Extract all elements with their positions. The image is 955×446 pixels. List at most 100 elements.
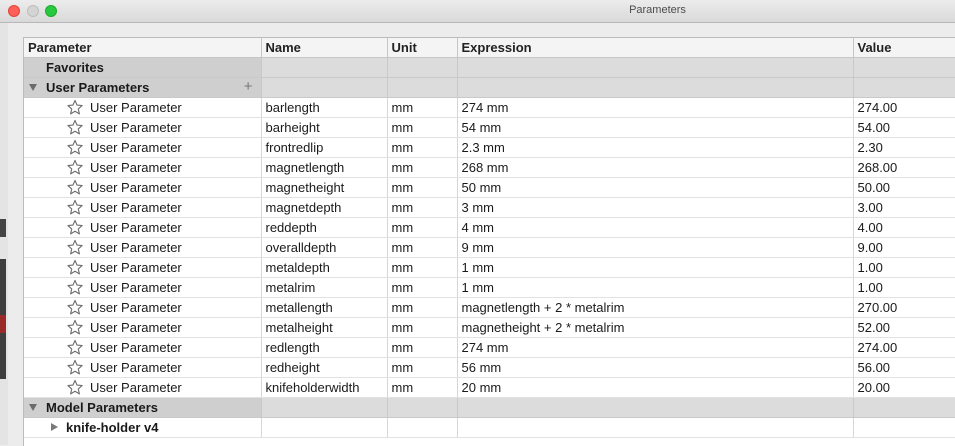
parameter-name-cell[interactable]: magnetdepth bbox=[261, 197, 388, 218]
star-outline-icon[interactable] bbox=[66, 139, 84, 156]
parameter-expression-cell[interactable]: magnetlength + 2 * metalrim bbox=[457, 297, 854, 318]
parameter-name-cell[interactable]: barheight bbox=[261, 117, 388, 138]
column-header-name[interactable]: Name bbox=[261, 38, 388, 58]
group-row-model-parameters[interactable]: Model Parameters bbox=[24, 397, 955, 418]
parameters-table: Parameter Name Unit Expression Value Fav… bbox=[24, 38, 955, 438]
zoom-window-button[interactable] bbox=[45, 5, 57, 17]
star-outline-icon[interactable] bbox=[66, 319, 84, 336]
parameter-unit-cell[interactable]: mm bbox=[387, 217, 458, 238]
parameter-value-cell: 54.00 bbox=[853, 117, 955, 138]
parameter-unit-cell[interactable]: mm bbox=[387, 337, 458, 358]
group-row-favorites[interactable]: Favorites bbox=[24, 57, 955, 78]
star-outline-icon[interactable] bbox=[66, 219, 84, 236]
triangle-right-icon[interactable] bbox=[51, 423, 58, 431]
parameter-type: User Parameter bbox=[90, 260, 182, 275]
parameter-name-cell[interactable]: metaldepth bbox=[261, 257, 388, 278]
star-outline-icon[interactable] bbox=[66, 359, 84, 376]
parameter-expression-cell[interactable]: 2.3 mm bbox=[457, 137, 854, 158]
parameter-unit-cell[interactable]: mm bbox=[387, 157, 458, 178]
column-header-unit[interactable]: Unit bbox=[387, 38, 458, 58]
model-item-row[interactable]: knife-holder v4 bbox=[24, 417, 955, 438]
star-outline-icon[interactable] bbox=[66, 119, 84, 136]
parameter-unit-cell[interactable]: mm bbox=[387, 317, 458, 338]
parameter-type: User Parameter bbox=[90, 280, 182, 295]
minimize-window-button[interactable] bbox=[27, 5, 39, 17]
table-header-row: Parameter Name Unit Expression Value bbox=[24, 38, 955, 58]
parameter-expression-cell[interactable]: 274 mm bbox=[457, 337, 854, 358]
star-outline-icon[interactable] bbox=[66, 259, 84, 276]
parameter-value-cell: 3.00 bbox=[853, 197, 955, 218]
add-user-parameter-button[interactable]: + bbox=[243, 78, 253, 95]
parameter-name-cell[interactable]: redlength bbox=[261, 337, 388, 358]
group-row-user-parameters[interactable]: User Parameters + bbox=[24, 77, 955, 98]
parameter-name-cell[interactable]: reddepth bbox=[261, 217, 388, 238]
parameter-unit-cell[interactable]: mm bbox=[387, 197, 458, 218]
parameter-expression-cell[interactable]: 4 mm bbox=[457, 217, 854, 238]
parameter-name-cell[interactable]: magnetlength bbox=[261, 157, 388, 178]
column-header-parameter[interactable]: Parameter bbox=[24, 38, 262, 58]
parameter-unit-cell[interactable]: mm bbox=[387, 297, 458, 318]
star-outline-icon[interactable] bbox=[66, 179, 84, 196]
star-outline-icon[interactable] bbox=[66, 99, 84, 116]
parameter-unit-cell[interactable]: mm bbox=[387, 357, 458, 378]
star-outline-icon[interactable] bbox=[66, 299, 84, 316]
parameter-unit-cell[interactable]: mm bbox=[387, 277, 458, 298]
parameter-name-cell[interactable]: metalrim bbox=[261, 277, 388, 298]
parameter-expression-cell[interactable]: 3 mm bbox=[457, 197, 854, 218]
parameter-unit-cell[interactable]: mm bbox=[387, 237, 458, 258]
triangle-down-icon[interactable] bbox=[29, 84, 37, 91]
parameter-expression-cell[interactable]: 54 mm bbox=[457, 117, 854, 138]
star-outline-icon[interactable] bbox=[66, 279, 84, 296]
parameter-unit-cell[interactable]: mm bbox=[387, 117, 458, 138]
parameter-unit-cell[interactable]: mm bbox=[387, 177, 458, 198]
parameter-expression-cell[interactable]: 274 mm bbox=[457, 97, 854, 118]
parameter-unit-cell[interactable]: mm bbox=[387, 257, 458, 278]
parameter-unit-cell[interactable]: mm bbox=[387, 377, 458, 398]
star-outline-icon[interactable] bbox=[66, 159, 84, 176]
parameter-name-cell[interactable]: metallength bbox=[261, 297, 388, 318]
triangle-down-icon[interactable] bbox=[29, 404, 37, 411]
group-label-model-parameters: Model Parameters bbox=[46, 400, 158, 415]
column-header-expression[interactable]: Expression bbox=[457, 38, 854, 58]
parameter-expression-cell[interactable]: 50 mm bbox=[457, 177, 854, 198]
star-outline-icon[interactable] bbox=[66, 379, 84, 396]
parameter-type: User Parameter bbox=[90, 240, 182, 255]
parameter-name-cell[interactable]: magnetheight bbox=[261, 177, 388, 198]
star-outline-icon[interactable] bbox=[66, 239, 84, 256]
parameter-expression-cell[interactable]: 20 mm bbox=[457, 377, 854, 398]
parameter-name-cell[interactable]: knifeholderwidth bbox=[261, 377, 388, 398]
parameter-unit-cell[interactable]: mm bbox=[387, 97, 458, 118]
parameter-expression-cell[interactable]: 9 mm bbox=[457, 237, 854, 258]
parameter-expression-cell[interactable]: 268 mm bbox=[457, 157, 854, 178]
parameter-expression-cell[interactable]: 56 mm bbox=[457, 357, 854, 378]
window-titlebar[interactable]: Parameters bbox=[0, 0, 955, 23]
parameter-expression-cell[interactable]: magnetheight + 2 * metalrim bbox=[457, 317, 854, 338]
parameter-name-cell[interactable]: overalldepth bbox=[261, 237, 388, 258]
star-outline-icon[interactable] bbox=[66, 199, 84, 216]
parameter-expression-cell[interactable]: 1 mm bbox=[457, 257, 854, 278]
parameter-name-cell[interactable]: barlength bbox=[261, 97, 388, 118]
parameter-name-cell[interactable]: metalheight bbox=[261, 317, 388, 338]
close-window-button[interactable] bbox=[8, 5, 20, 17]
parameter-name-cell[interactable]: redheight bbox=[261, 357, 388, 378]
parameter-expression-cell[interactable]: 1 mm bbox=[457, 277, 854, 298]
parameter-unit-cell[interactable]: mm bbox=[387, 137, 458, 158]
star-outline-icon[interactable] bbox=[66, 339, 84, 356]
column-header-value[interactable]: Value bbox=[853, 38, 955, 58]
parameter-name-cell[interactable]: frontredlip bbox=[261, 137, 388, 158]
